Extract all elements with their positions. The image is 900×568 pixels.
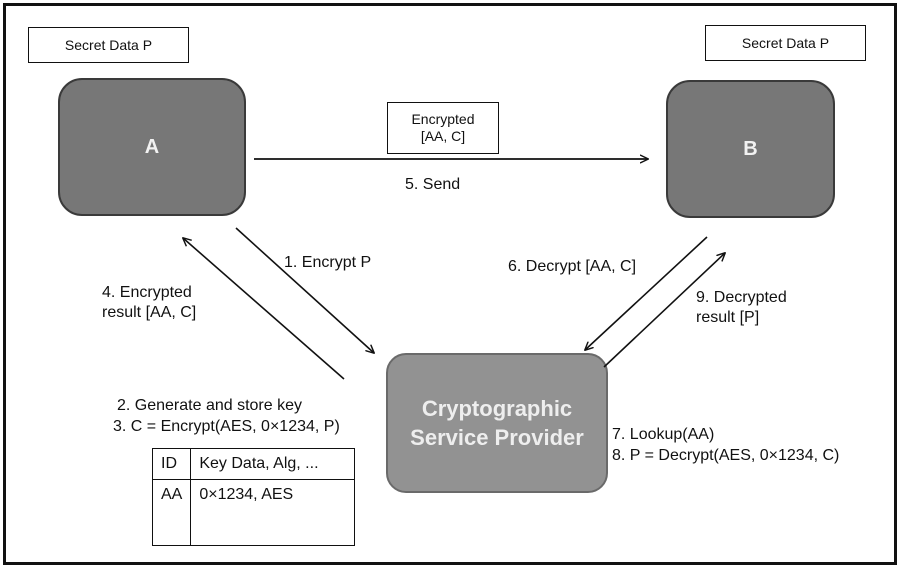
key-store-table: ID Key Data, Alg, ... AA 0×1234, AES — [152, 448, 355, 546]
step-encrypt-label: 1. Encrypt P — [284, 254, 372, 271]
key-table-header-row: ID Key Data, Alg, ... — [152, 448, 355, 480]
step-generate-key-label: 2. Generate and store key — [117, 397, 302, 414]
node-b-label: B — [743, 137, 758, 160]
diagram-frame — [3, 3, 897, 565]
encrypted-result-line2: result [AA, C] — [102, 304, 197, 321]
secret-data-b-label: Secret Data P — [705, 25, 866, 61]
decrypted-result-line2: result [P] — [696, 309, 760, 326]
node-b: B — [666, 80, 835, 218]
secret-data-b-text: Secret Data P — [741, 34, 830, 51]
key-table-cell-keydata: 0×1234, AES — [190, 479, 355, 546]
arrow-decrypted-result — [603, 253, 725, 368]
arrow-encrypt-request — [235, 227, 374, 353]
csp-label-line1: Cryptographic — [421, 396, 573, 421]
node-cryptographic-service-provider: Cryptographic Service Provider — [386, 353, 608, 493]
node-a: A — [58, 78, 246, 216]
step-decrypt-label: 6. Decrypt [AA, C] — [508, 258, 637, 275]
step-send-label: 5. Send — [405, 176, 461, 193]
encrypted-result-line1: 4. Encrypted — [102, 284, 192, 301]
encrypted-box-line1: Encrypted — [411, 111, 475, 127]
arrow-encrypted-result — [183, 238, 345, 380]
key-table-cell-id: AA — [161, 486, 183, 503]
step-p-decrypt-label: 8. P = Decrypt(AES, 0×1234, C) — [612, 447, 840, 464]
step-lookup-label: 7. Lookup(AA) — [612, 426, 715, 443]
key-table-header-keydata: Key Data, Alg, ... — [190, 448, 355, 480]
step-c-encrypt-label: 3. C = Encrypt(AES, 0×1234, P) — [113, 418, 340, 435]
node-a-label: A — [144, 135, 160, 158]
csp-label-line2: Service Provider — [410, 425, 584, 450]
secret-data-a-label: Secret Data P — [28, 27, 189, 63]
secret-data-a-text: Secret Data P — [64, 36, 153, 53]
decrypted-result-line1: 9. Decrypted — [696, 289, 787, 306]
step-encrypted-result-label: 4. Encrypted result [AA, C] — [102, 283, 196, 323]
encrypted-message-box: Encrypted [AA, C] — [387, 102, 499, 154]
step-decrypted-result-label: 9. Decrypted result [P] — [696, 288, 787, 328]
key-table-header-id: ID — [152, 448, 191, 480]
arrow-decrypt-request — [585, 236, 708, 350]
key-table-row: AA 0×1234, AES — [153, 479, 355, 546]
encrypted-box-line2: [AA, C] — [420, 128, 466, 144]
